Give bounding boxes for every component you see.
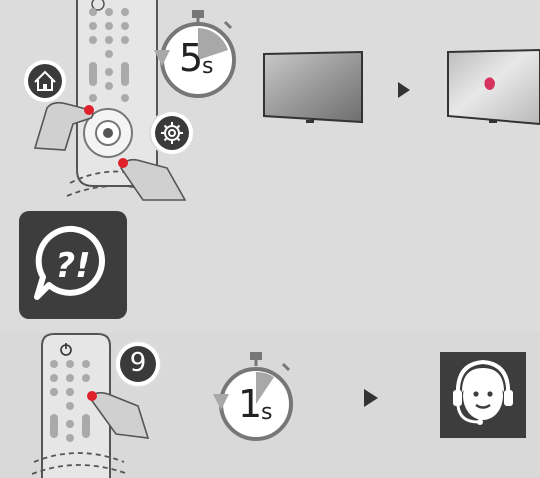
timer-unit: s xyxy=(261,401,272,425)
question-exclamation-bubble-icon: ?! xyxy=(19,211,127,319)
home-icon xyxy=(20,56,70,106)
timer-number: 5 xyxy=(179,38,203,78)
tv-on-icon xyxy=(445,48,540,128)
timer-number: 1 xyxy=(238,384,262,424)
tv-off-icon xyxy=(262,50,366,126)
play-arrow-icon xyxy=(396,81,412,99)
number-9-label: 9 xyxy=(112,348,164,378)
gear-icon xyxy=(147,108,197,158)
svg-text:?!: ?! xyxy=(55,246,90,286)
timer-unit: s xyxy=(202,55,213,79)
play-arrow-icon xyxy=(362,388,380,408)
support-agent-headset-icon xyxy=(440,352,526,438)
